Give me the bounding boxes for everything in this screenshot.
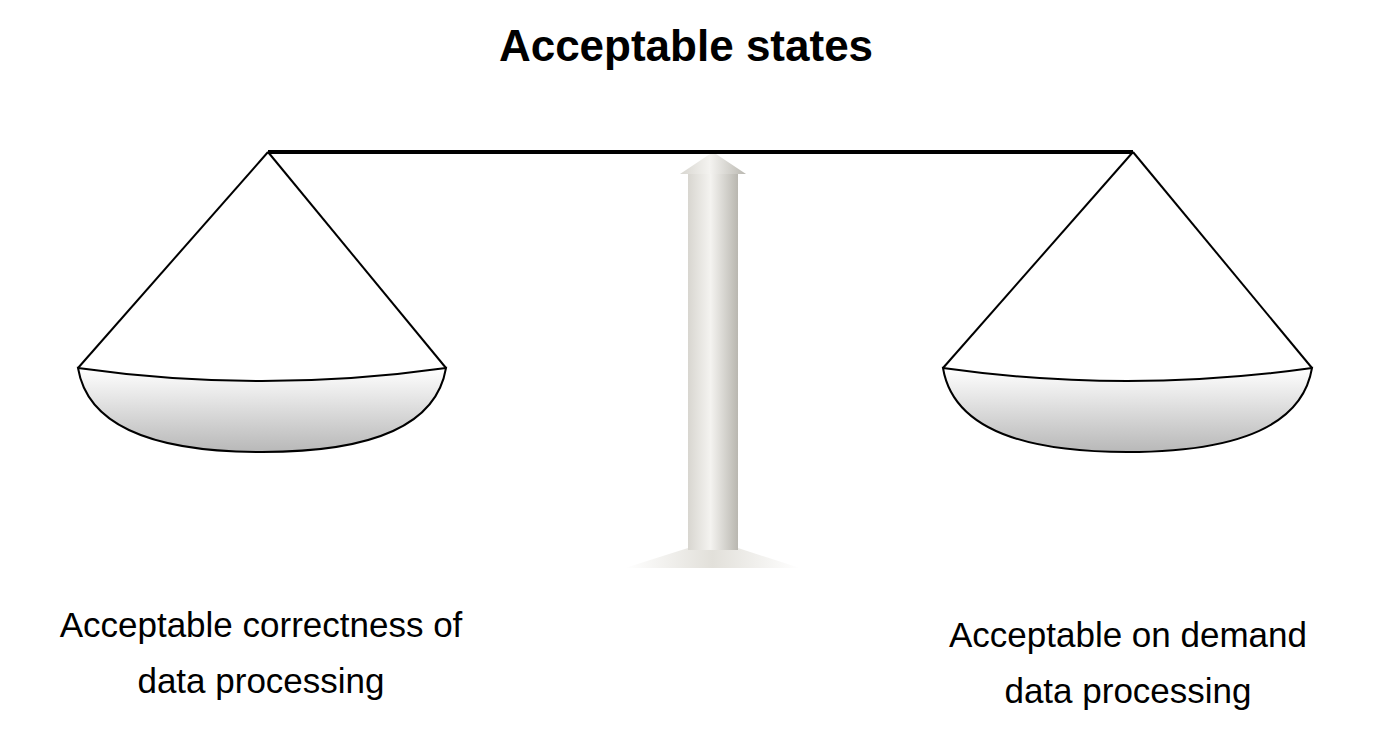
pan-string [268,152,446,368]
scale-post-tip [680,152,746,174]
pan-string [943,152,1133,368]
pan-string [1133,152,1312,368]
pan-label: Acceptable correctness of data processin… [41,597,481,709]
scale-beam [268,150,1133,154]
scale-post [688,172,738,550]
scale-base [625,548,800,568]
scale-pan [943,368,1312,452]
pan-string [78,152,268,368]
scale-pan [78,368,446,452]
pan-label: Acceptable on demand data processing [928,607,1328,719]
diagram-title: Acceptable states [236,20,1136,72]
